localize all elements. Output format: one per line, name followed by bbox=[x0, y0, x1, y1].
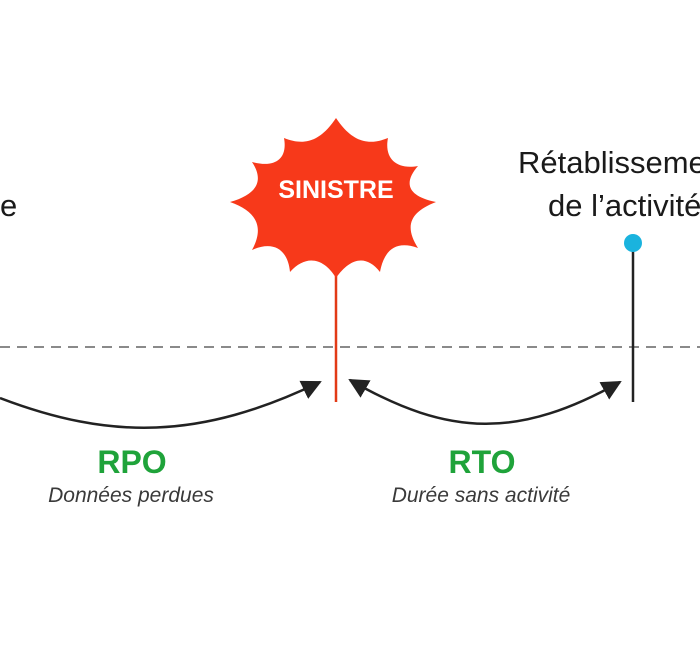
recovery-dot-icon bbox=[624, 234, 642, 252]
rpo-subtitle: Données perdues bbox=[48, 484, 214, 507]
recovery-label-line2: de l’activité bbox=[548, 188, 700, 223]
recovery-label-line1: Rétablissement bbox=[518, 145, 700, 180]
rpo-arrow bbox=[0, 380, 322, 429]
rpo-title: RPO bbox=[97, 444, 167, 480]
rto-title: RTO bbox=[448, 444, 516, 480]
rto-arrow bbox=[348, 378, 622, 425]
explosion-burst-icon bbox=[230, 118, 436, 278]
sinistre-label: SINISTRE bbox=[278, 176, 393, 204]
left-label-fragment: e bbox=[0, 188, 18, 223]
rto-subtitle: Durée sans activité bbox=[391, 484, 571, 507]
